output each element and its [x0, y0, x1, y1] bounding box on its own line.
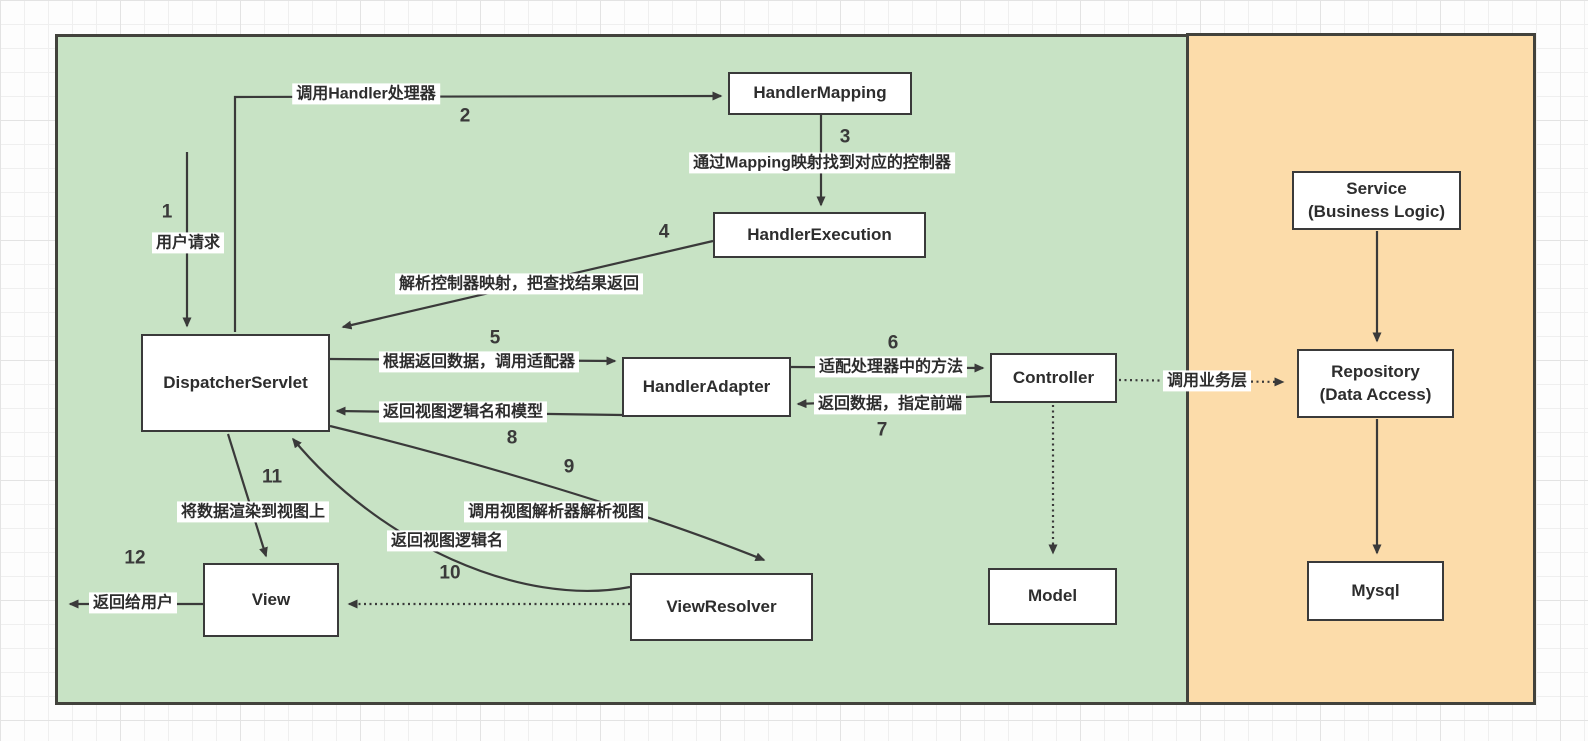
node-view-resolver: ViewResolver	[630, 573, 813, 641]
node-handler-execution: HandlerExecution	[713, 212, 926, 258]
step-number-2: 2	[459, 105, 471, 127]
node-controller: Controller	[990, 353, 1117, 403]
step-number-9: 9	[563, 456, 575, 478]
node-service: Service (Business Logic)	[1292, 171, 1461, 230]
step-number-5: 5	[489, 327, 501, 349]
edge-label-adapt-method: 适配处理器中的方法	[814, 356, 968, 378]
step-number-12: 12	[124, 547, 146, 569]
step-number-3: 3	[839, 126, 851, 148]
edge-label-call-business: 调用业务层	[1162, 370, 1252, 392]
edge-label-return-to-user: 返回给用户	[88, 592, 178, 614]
edge-label-call-handler: 调用Handler处理器	[292, 83, 440, 105]
step-number-7: 7	[876, 419, 888, 441]
node-mysql: Mysql	[1307, 561, 1444, 621]
step-number-6: 6	[887, 332, 899, 354]
node-handler-mapping: HandlerMapping	[728, 72, 912, 115]
edge-label-return-view-model: 返回视图逻辑名和模型	[378, 401, 548, 423]
step-number-11: 11	[261, 466, 283, 488]
edge-label-call-view-resolver: 调用视图解析器解析视图	[463, 501, 649, 523]
edge-label-user-request: 用户请求	[151, 232, 225, 254]
edge-label-parse-mapping: 解析控制器映射，把查找结果返回	[394, 273, 644, 295]
node-model: Model	[988, 568, 1117, 625]
node-view: View	[203, 563, 339, 637]
edge-label-return-view-name: 返回视图逻辑名	[386, 530, 508, 552]
step-number-10: 10	[439, 562, 461, 584]
node-repository: Repository (Data Access)	[1297, 349, 1454, 418]
step-number-1: 1	[161, 201, 173, 223]
edge-label-via-mapping: 通过Mapping映射找到对应的控制器	[689, 152, 955, 174]
edge-label-by-return-data: 根据返回数据，调用适配器	[378, 351, 580, 373]
node-handler-adapter: HandlerAdapter	[622, 357, 791, 417]
edge-label-render-to-view: 将数据渲染到视图上	[176, 501, 330, 523]
edge-label-return-data: 返回数据，指定前端	[813, 393, 967, 415]
node-dispatcher-servlet: DispatcherServlet	[141, 334, 330, 432]
step-number-4: 4	[658, 221, 670, 243]
step-number-8: 8	[506, 427, 518, 449]
